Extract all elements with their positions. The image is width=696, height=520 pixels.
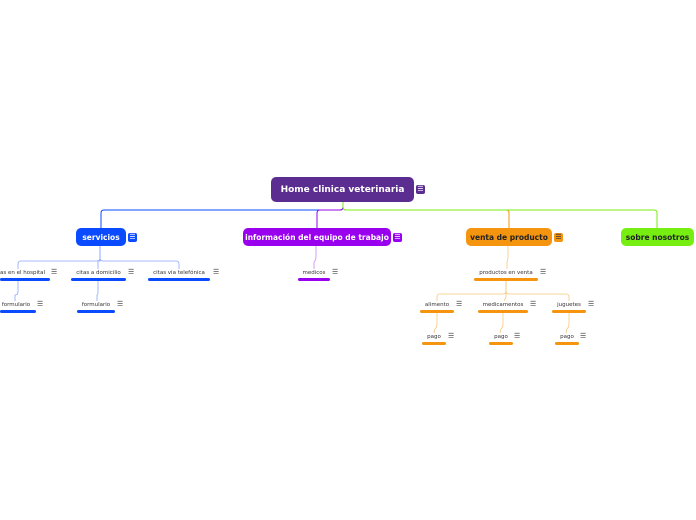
root-node[interactable]: Home clinica veterinaria xyxy=(271,177,414,202)
productos-menu-icon[interactable]: ☰ xyxy=(540,268,547,276)
node-formulario-domicilio[interactable]: formulario xyxy=(81,302,111,308)
node-pago-juguetes[interactable]: pago xyxy=(560,334,574,340)
node-medicos[interactable]: medicos xyxy=(302,270,326,276)
pago-alimento-underline xyxy=(422,342,446,345)
servicios-menu-icon[interactable]: ☰ xyxy=(128,233,137,242)
citas-telefonica-underline xyxy=(148,278,210,281)
pago-juguetes-underline xyxy=(555,342,579,345)
branch-servicios[interactable]: servicios xyxy=(76,228,126,246)
pago-juguetes-menu-icon[interactable]: ☰ xyxy=(580,332,587,340)
pago-medicamentos-underline xyxy=(489,342,513,345)
node-pago-medicamentos[interactable]: pago xyxy=(494,334,508,340)
citas-domicilio-underline xyxy=(71,278,126,281)
node-formulario-hospital[interactable]: formulario xyxy=(1,302,31,308)
formulario-domicilio-menu-icon[interactable]: ☰ xyxy=(117,300,124,308)
branch-venta[interactable]: venta de producto xyxy=(466,228,552,246)
alimento-underline xyxy=(420,310,454,313)
node-productos-en-venta[interactable]: productos en venta xyxy=(479,270,533,276)
node-juguetes[interactable]: juguetes xyxy=(557,302,581,308)
citas-hospital-underline xyxy=(0,278,50,281)
juguetes-underline xyxy=(552,310,586,313)
equipo-menu-icon[interactable]: ☰ xyxy=(393,233,402,242)
node-pago-alimento[interactable]: pago xyxy=(427,334,441,340)
citas-domicilio-menu-icon[interactable]: ☰ xyxy=(128,268,135,276)
formulario-hospital-menu-icon[interactable]: ☰ xyxy=(37,300,44,308)
juguetes-menu-icon[interactable]: ☰ xyxy=(588,300,595,308)
formulario-hospital-underline xyxy=(0,310,36,313)
branch-equipo[interactable]: información del equipo de trabajo xyxy=(243,228,391,246)
alimento-menu-icon[interactable]: ☰ xyxy=(456,300,463,308)
root-menu-icon[interactable]: ☰ xyxy=(416,185,425,194)
node-alimento[interactable]: alimento xyxy=(424,302,450,308)
medicamentos-menu-icon[interactable]: ☰ xyxy=(530,300,537,308)
node-medicamentos[interactable]: medicamentos xyxy=(482,302,524,308)
productos-underline xyxy=(474,278,538,281)
venta-menu-icon[interactable]: ☰ xyxy=(554,233,563,242)
medicos-menu-icon[interactable]: ☰ xyxy=(332,268,339,276)
citas-telefonica-menu-icon[interactable]: ☰ xyxy=(213,268,220,276)
branch-sobre-nosotros[interactable]: sobre nosotros xyxy=(621,228,694,246)
medicamentos-underline xyxy=(478,310,528,313)
formulario-domicilio-underline xyxy=(77,310,115,313)
citas-hospital-menu-icon[interactable]: ☰ xyxy=(51,268,58,276)
node-citas-hospital[interactable]: as en el hospital xyxy=(0,270,46,276)
medicos-underline xyxy=(298,278,330,281)
node-citas-telefonica[interactable]: citas via telefónica xyxy=(153,270,205,276)
node-citas-domicilio[interactable]: citas a domicilio xyxy=(76,270,121,276)
pago-alimento-menu-icon[interactable]: ☰ xyxy=(448,332,455,340)
pago-medicamentos-menu-icon[interactable]: ☰ xyxy=(514,332,521,340)
